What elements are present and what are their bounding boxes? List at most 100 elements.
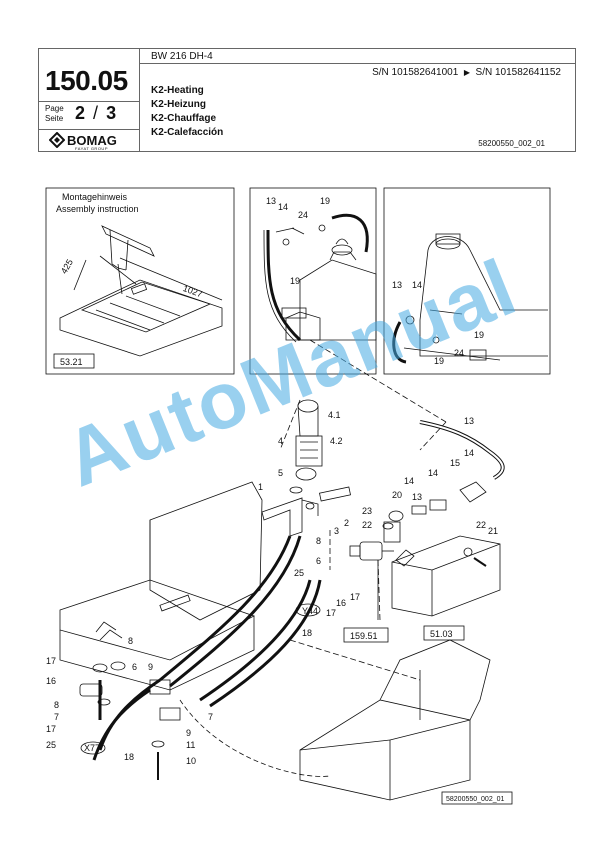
callout-13: 13 [464, 416, 474, 426]
ref-label-159-51: 159.51 [350, 631, 378, 641]
callout-7: 7 [208, 712, 213, 722]
callout-19: 19 [434, 356, 444, 366]
control-box [391, 535, 501, 617]
callout-11: 11 [186, 740, 195, 750]
callout-19: 19 [320, 196, 330, 206]
callout-9: 9 [186, 728, 191, 738]
ref-box-51-03 [423, 625, 465, 641]
callout-6: 6 [316, 556, 321, 566]
page-total: 3 [106, 103, 117, 123]
section-number: 150.05 [45, 65, 128, 96]
callout-16: 16 [46, 676, 56, 686]
callout-18: 18 [302, 628, 312, 638]
callout-25: 25 [46, 740, 56, 750]
connector-y44: Y44 [302, 606, 318, 616]
callout-14: 14 [404, 476, 414, 486]
serial-to: S/N 101582641152 [475, 67, 561, 78]
callout-22: 22 [476, 520, 486, 530]
callout-23: 23 [362, 506, 372, 516]
title-en: K2-Heating [151, 85, 204, 96]
callout-17: 17 [350, 592, 360, 602]
callout-24: 24 [298, 210, 308, 220]
page-label: Page Seite [45, 104, 64, 124]
callout-22: 22 [362, 520, 372, 530]
title-es: K2-Calefacción [151, 127, 224, 138]
callout-17: 17 [326, 608, 336, 618]
exploded-parts-diagram: Montagehinweis Assembly instruction 425 … [45, 187, 551, 805]
page-number: 2 / 3 [75, 103, 116, 124]
callout-7: 7 [54, 712, 59, 722]
tank-top-drawing [263, 213, 377, 343]
callout-3: 3 [334, 526, 339, 536]
page-label-en: Page [45, 104, 64, 113]
ref-box-53-21 [53, 353, 95, 369]
callout-17: 17 [46, 656, 56, 666]
title-fr: K2-Chauffage [151, 113, 217, 124]
dimension-label: 1027 [182, 283, 204, 299]
callout-16: 16 [336, 598, 346, 608]
divider [139, 49, 140, 151]
callout-8: 8 [54, 700, 59, 710]
callout-18: 18 [124, 752, 134, 762]
hose-bundle [92, 535, 322, 761]
footer-doc-number: 58200550_002_01 [446, 796, 505, 803]
serial-from: S/N 101582641001 [372, 67, 459, 78]
serial-range: S/N 101582641001 ▶ S/N 101582641152 [372, 67, 561, 78]
callout-13: 13 [412, 492, 422, 502]
ref-box-159-51 [343, 627, 389, 643]
page-separator: / [93, 103, 99, 123]
callout-19: 19 [474, 330, 484, 340]
callout-13: 13 [392, 280, 402, 290]
ref-label-51-03: 51.03 [430, 629, 453, 639]
filler-cap-assembly [289, 399, 323, 494]
inset-title-de: Montagehinweis [62, 192, 128, 202]
callout-10: 10 [186, 756, 196, 766]
logo-text: BOMAG [67, 133, 117, 148]
callout-6: 6 [132, 662, 137, 672]
callout-15: 15 [450, 458, 460, 468]
callout-14: 14 [278, 202, 288, 212]
callout-5: 5 [278, 468, 283, 478]
callout-4: 4 [278, 436, 283, 446]
serial-arrow-icon: ▶ [463, 68, 470, 77]
callout-4-2: 4.2 [330, 436, 343, 446]
cab-base-drawing [299, 639, 491, 801]
callout-2: 2 [344, 518, 349, 528]
tank-reservoir-drawing [392, 233, 548, 364]
title-de: K2-Heizung [151, 99, 206, 110]
page-current: 2 [75, 103, 86, 123]
callout-20: 20 [392, 490, 402, 500]
seat-console-drawing [59, 481, 263, 691]
document-number: 58200550_002_01 [478, 139, 545, 148]
dimension-label: 425 [59, 257, 75, 275]
callout-13: 13 [266, 196, 276, 206]
title-block: BW 216 DH-4 S/N 101582641001 ▶ S/N 10158… [38, 48, 576, 152]
callout-14: 14 [428, 468, 438, 478]
divider [39, 101, 139, 102]
callout-8: 8 [316, 536, 321, 546]
inset-frame [383, 187, 551, 375]
connector-x77: X77 [84, 743, 100, 753]
callout-1: 1 [258, 482, 263, 492]
machine-model: BW 216 DH-4 [151, 51, 213, 62]
callout-14: 14 [464, 448, 474, 458]
valve-assembly [382, 481, 487, 530]
callout-17: 17 [46, 724, 56, 734]
footer-ref-box [441, 791, 513, 805]
divider [39, 129, 139, 130]
logo-subtext: FAYAT GROUP [75, 146, 108, 151]
bomag-logo-icon [49, 132, 65, 148]
callout-21: 21 [488, 526, 498, 536]
callout-25: 25 [294, 568, 304, 578]
callout-14: 14 [412, 280, 422, 290]
page-label-de: Seite [45, 114, 64, 123]
solenoid-valve [349, 521, 401, 620]
floor-mat-drawing [59, 225, 223, 357]
callout-24: 24 [454, 348, 464, 358]
inset-title-en: Assembly instruction [56, 204, 139, 214]
callout-19: 19 [290, 276, 300, 286]
callout-8: 8 [128, 636, 133, 646]
callout-9: 9 [148, 662, 153, 672]
divider [139, 63, 575, 64]
ref-label-53-21: 53.21 [60, 357, 83, 367]
